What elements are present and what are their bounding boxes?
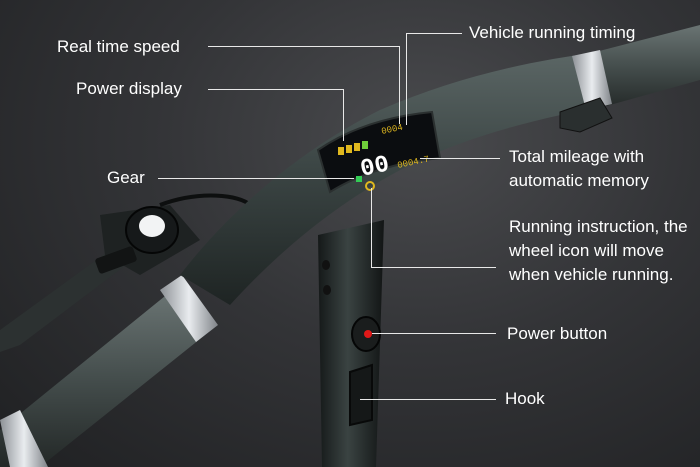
speed-digits-graphic: 00 — [358, 151, 392, 183]
label-vehicle-running-timing: Vehicle running timing — [469, 23, 636, 42]
line-timing-h — [406, 33, 462, 34]
label-gear: Gear — [107, 168, 145, 187]
brake-lever — [0, 250, 130, 352]
line-running-h — [371, 267, 496, 268]
power-led — [364, 330, 372, 338]
handlebar-body — [180, 52, 610, 305]
time-digits-graphic: 0004 — [381, 123, 404, 137]
left-grip — [0, 292, 205, 467]
label-power-display: Power display — [76, 79, 182, 98]
stem-rivet-top — [322, 260, 330, 270]
label-running-instruction: Running instruction, the wheel icon will… — [509, 217, 688, 284]
bell-clamp — [95, 246, 137, 274]
label-power-button: Power button — [507, 324, 608, 343]
line-power-v — [343, 89, 344, 141]
right-grip — [580, 25, 700, 110]
right-grip-ring — [572, 50, 612, 110]
line-mileage-h — [420, 158, 500, 159]
line-gear-h — [158, 178, 354, 179]
line-power-button-h — [372, 333, 496, 334]
bell-dome — [139, 215, 165, 237]
battery-icon — [338, 141, 368, 155]
wheel-icon — [365, 181, 375, 191]
hook — [349, 363, 373, 427]
gear-indicator — [356, 176, 362, 182]
line-speed-v — [399, 46, 400, 124]
display-panel — [316, 110, 442, 194]
stem-rivet-bottom — [323, 285, 331, 295]
brake-cable — [159, 193, 252, 207]
left-grip-ring — [160, 275, 218, 342]
label-hook: Hook — [505, 389, 545, 408]
line-power-h — [208, 89, 344, 90]
label-real-time-speed: Real time speed — [57, 37, 180, 56]
left-grip-end-ring — [0, 410, 48, 467]
line-timing-v — [406, 33, 407, 125]
line-hook-h — [360, 399, 496, 400]
line-speed-h — [208, 46, 400, 47]
throttle-paddle — [559, 97, 613, 133]
label-total-mileage: Total mileage with automatic memory — [509, 147, 649, 190]
line-running-v — [371, 188, 372, 268]
